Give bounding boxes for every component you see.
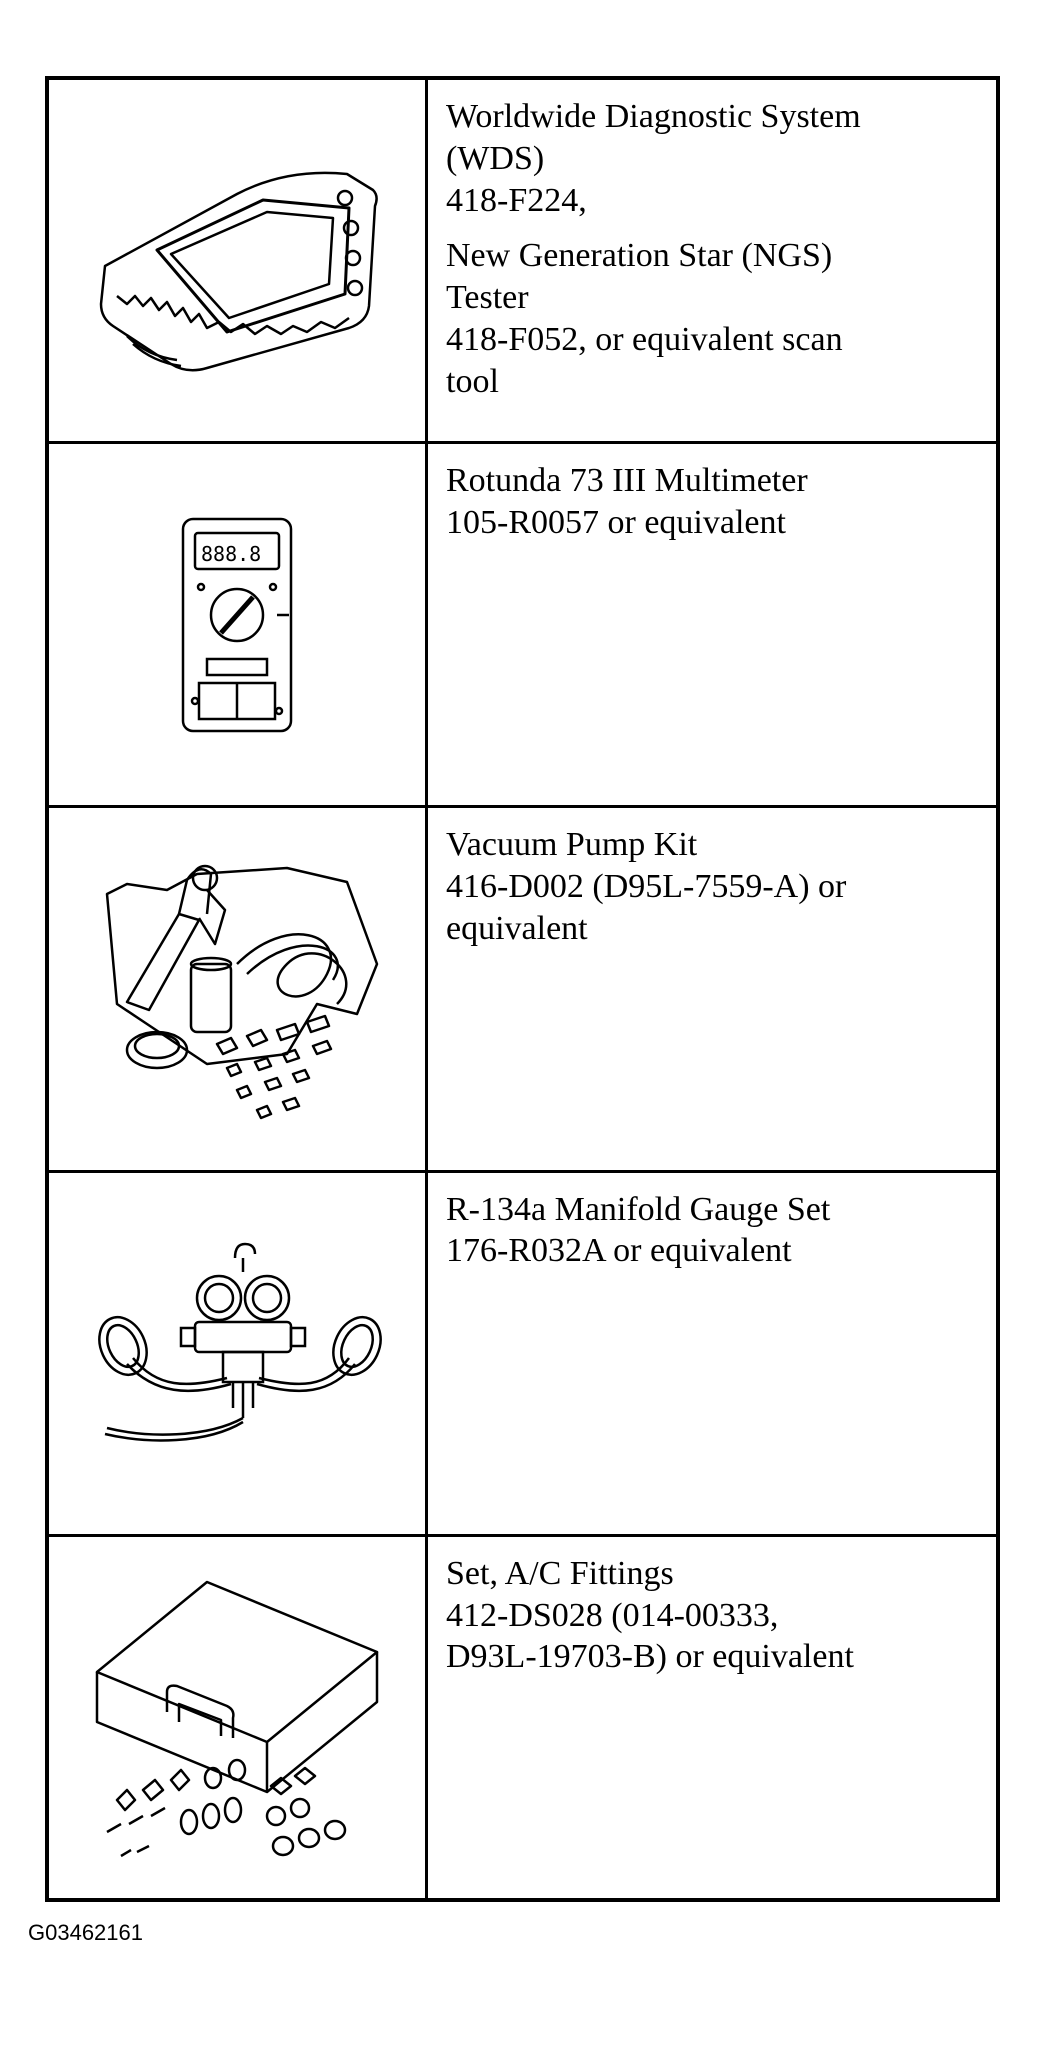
tool-text-line: equivalent xyxy=(446,910,588,948)
tool-description: Rotunda 73 III Multimeter 105-R0057 or e… xyxy=(428,444,996,805)
tool-text-line: R-134a Manifold Gauge Set xyxy=(446,1190,831,1228)
vacuum-pump-icon xyxy=(105,864,379,1120)
tool-row-manifold-gauge-set: R-134a Manifold Gauge Set 176-R032A or e… xyxy=(49,1169,996,1534)
tool-text-group: Worldwide Diagnostic System (WDS) 418-F2… xyxy=(446,96,978,221)
tool-text-group: Vacuum Pump Kit 416-D002 (D95L-7559-A) o… xyxy=(446,824,978,949)
tool-text-line: 418-F052, or equivalent scan xyxy=(446,321,843,359)
multimeter-icon: 888.8 xyxy=(181,517,293,733)
tool-text-line: Tester xyxy=(446,279,529,317)
tool-illustration xyxy=(49,1172,428,1534)
tool-text-line: D93L-19703-B) or equivalent xyxy=(446,1638,854,1676)
scan-tool-icon xyxy=(99,171,378,372)
special-tools-table: Worldwide Diagnostic System (WDS) 418-F2… xyxy=(45,76,1000,1902)
tool-text-line: 416-D002 (D95L-7559-A) or xyxy=(446,868,847,906)
tool-text-line: New Generation Star (NGS) xyxy=(446,237,833,275)
tool-text-group: R-134a Manifold Gauge Set 176-R032A or e… xyxy=(446,1189,978,1273)
tool-description: Set, A/C Fittings 412-DS028 (014-00333, … xyxy=(428,1537,996,1898)
tool-text-line: 176-R032A or equivalent xyxy=(446,1232,792,1270)
tool-illustration xyxy=(49,80,428,442)
fittings-case-icon xyxy=(95,1581,379,1858)
tool-description: R-134a Manifold Gauge Set 176-R032A or e… xyxy=(428,1173,996,1534)
tool-illustration xyxy=(49,1536,428,1899)
tool-description: Vacuum Pump Kit 416-D002 (D95L-7559-A) o… xyxy=(428,808,996,1169)
tool-row-ac-fittings-set: Set, A/C Fittings 412-DS028 (014-00333, … xyxy=(49,1533,996,1899)
tool-row-multimeter: 888.8 Rotunda 73 III Multimeter 105-R005… xyxy=(49,441,996,806)
tool-illustration xyxy=(49,808,428,1170)
figure-id: G03462161 xyxy=(28,1920,143,1945)
tool-row-vacuum-pump-kit: Vacuum Pump Kit 416-D002 (D95L-7559-A) o… xyxy=(49,805,996,1170)
tool-text-line: Rotunda 73 III Multimeter xyxy=(446,462,808,500)
tool-text-line: Set, A/C Fittings xyxy=(446,1554,674,1592)
tool-text-line: 412-DS028 (014-00333, xyxy=(446,1596,779,1634)
manifold-gauge-icon xyxy=(98,1242,382,1442)
tool-row-worldwide-diagnostic-system: Worldwide Diagnostic System (WDS) 418-F2… xyxy=(49,80,996,442)
tool-text-line: 105-R0057 or equivalent xyxy=(446,504,786,542)
svg-text:888.8: 888.8 xyxy=(201,542,261,566)
tool-text-line: Vacuum Pump Kit xyxy=(446,826,698,864)
tool-text-group: New Generation Star (NGS) Tester 418-F05… xyxy=(446,235,978,402)
tool-text-line: Worldwide Diagnostic System xyxy=(446,98,861,135)
tool-text-line: tool xyxy=(446,362,499,400)
tool-text-line: (WDS) xyxy=(446,139,545,177)
tool-illustration: 888.8 xyxy=(49,444,428,806)
tool-text-group: Rotunda 73 III Multimeter 105-R0057 or e… xyxy=(446,460,978,544)
tool-description: Worldwide Diagnostic System (WDS) 418-F2… xyxy=(428,80,996,441)
tool-text-group: Set, A/C Fittings 412-DS028 (014-00333, … xyxy=(446,1553,978,1678)
tool-text-line: 418-F224, xyxy=(446,181,587,219)
